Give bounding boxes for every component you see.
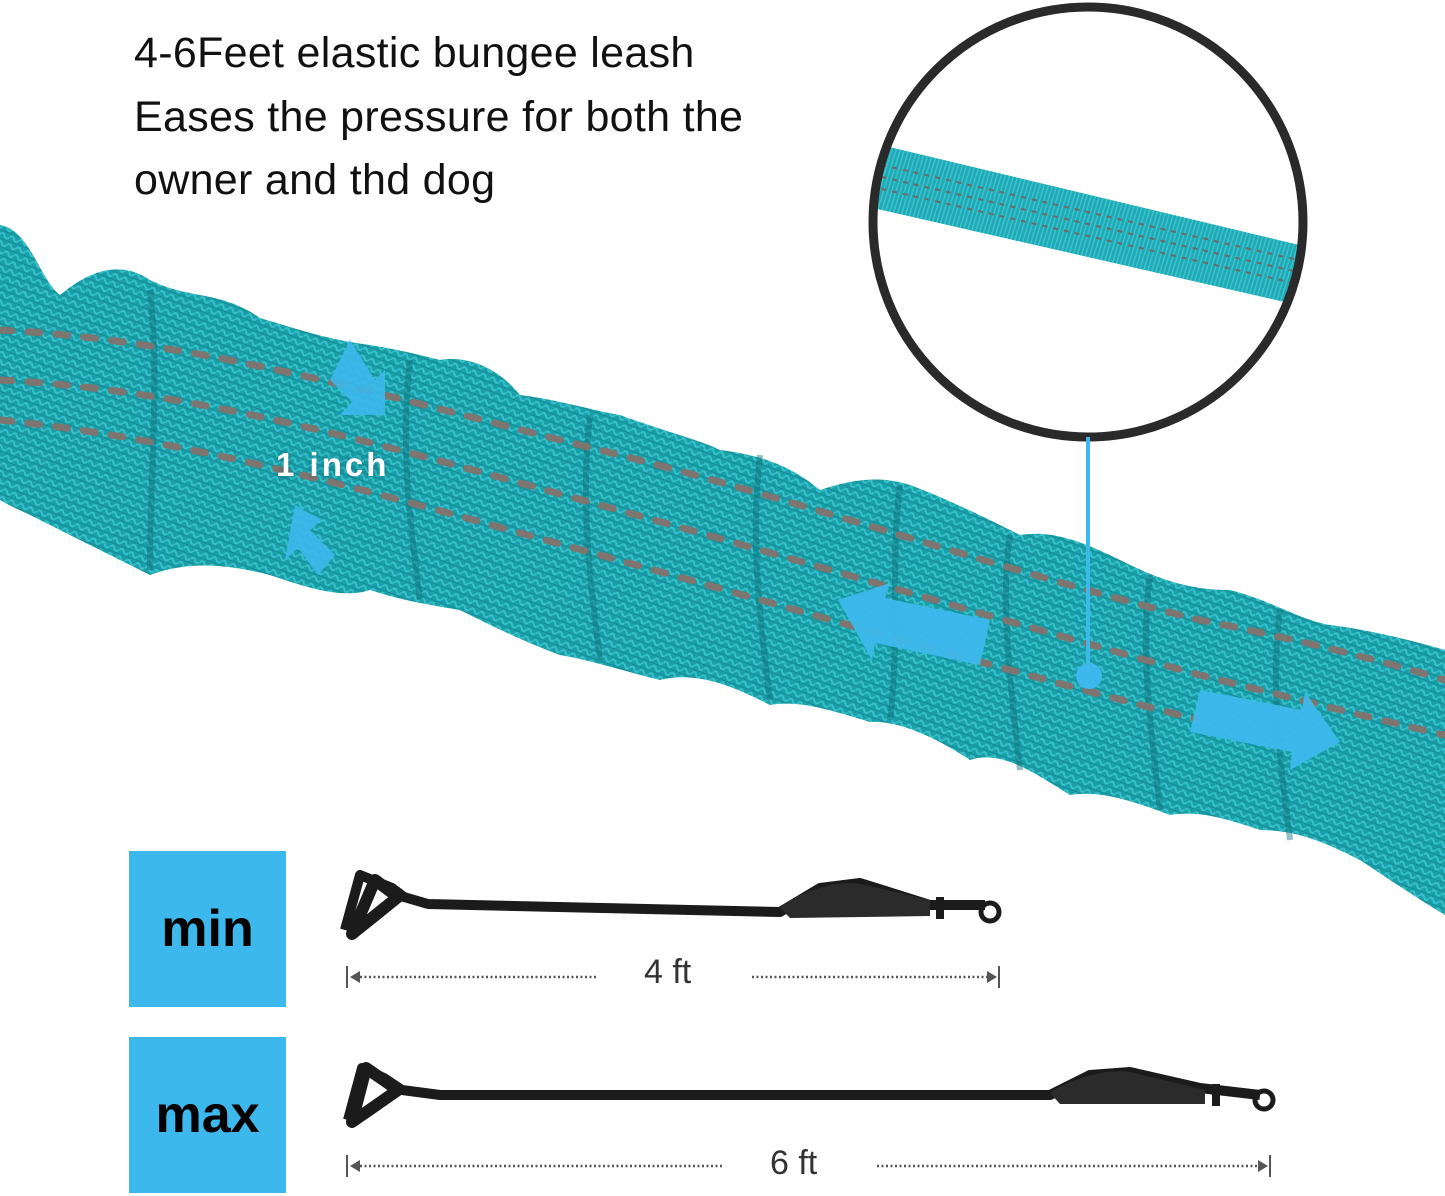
headline: 4-6Feet elastic bungee leash Eases the p… (134, 22, 743, 213)
arrow-right-icon (1190, 690, 1340, 770)
max-leash-image (343, 1062, 1276, 1128)
max-length-label: 6 ft (762, 1144, 826, 1183)
dimension-line-4ft (346, 966, 1000, 988)
headline-line-2: Eases the pressure for both the (134, 92, 744, 141)
headline-line-1: 4-6Feet elastic bungee leash (134, 29, 695, 77)
dimension-line-6ft (346, 1155, 1271, 1177)
callout-pointer (1076, 437, 1102, 689)
min-leash-image (340, 870, 1002, 940)
max-label: max (155, 1086, 260, 1144)
min-length-label: 4 ft (636, 953, 700, 992)
arrow-down-icon (330, 340, 385, 415)
width-arrows (285, 340, 385, 575)
max-size-badge: max (129, 1037, 286, 1193)
width-label: 1 inch (276, 446, 390, 483)
stretch-arrows (838, 583, 1340, 770)
zoom-detail-circle (868, 2, 1308, 442)
min-size-badge: min (129, 851, 286, 1007)
headline-line-3: owner and thd dog (134, 156, 496, 204)
arrow-left-icon (838, 583, 990, 665)
min-label: min (161, 900, 254, 958)
arrow-up-icon (285, 505, 335, 575)
